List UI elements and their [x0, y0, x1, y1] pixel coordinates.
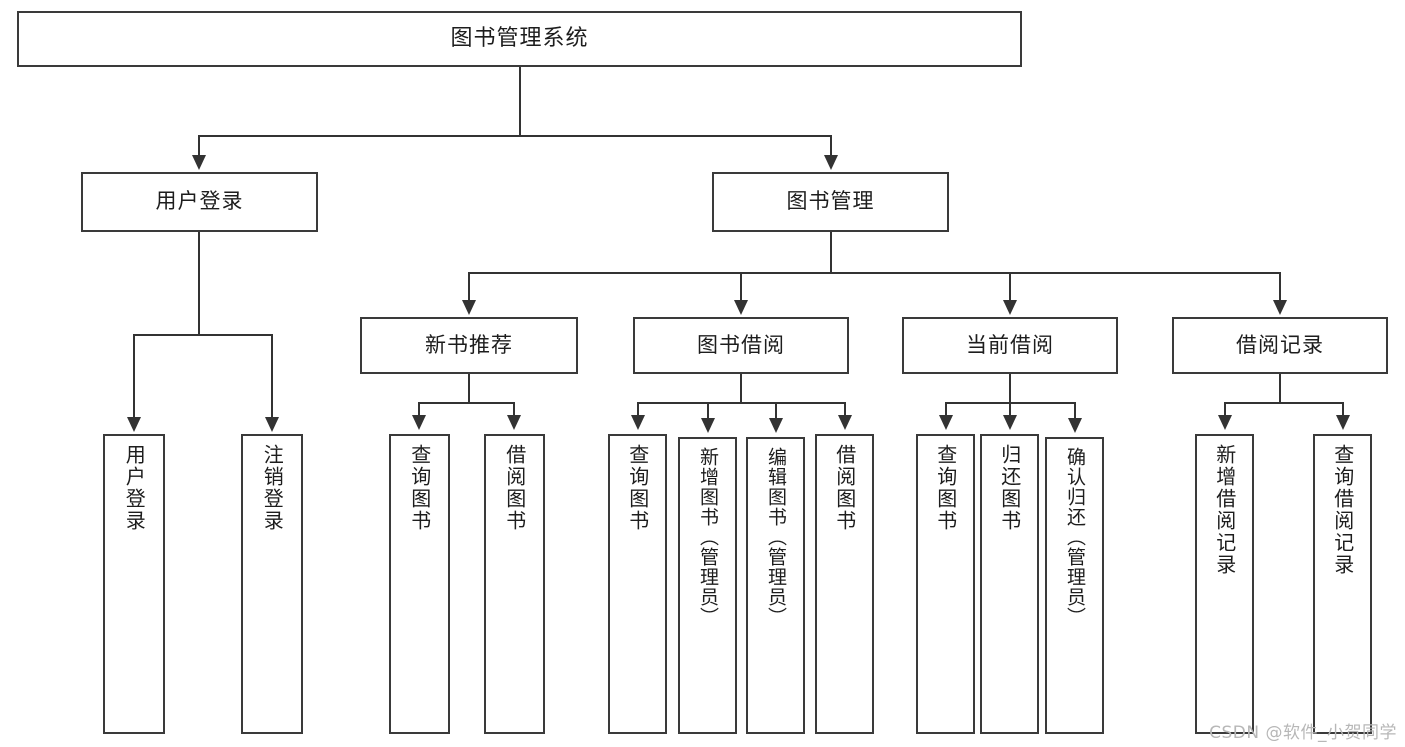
connector-borrow-record-bus [1224, 402, 1343, 404]
node-root-system[interactable]: 图书管理系统 [17, 11, 1022, 67]
connector-book-mgmt-bus [468, 272, 1280, 274]
connector-drop-nbr-leaf-1 [418, 402, 420, 417]
arrowhead-nbr-leaf-2 [507, 415, 521, 430]
leaf-label: 新增图书（管理员） [696, 447, 719, 627]
leaf-logout[interactable]: 注销登录 [241, 434, 303, 734]
arrowhead-bb-leaf-1 [631, 415, 645, 430]
connector-drop-book-borrow [740, 272, 742, 302]
connector-drop-bb-leaf-4 [844, 402, 846, 417]
node-book-borrowing[interactable]: 图书借阅 [633, 317, 849, 374]
connector-drop-book-mgmt [830, 135, 832, 157]
arrowhead-nbr-leaf-1 [412, 415, 426, 430]
arrowhead-user-login [192, 155, 206, 170]
node-current-borrowing[interactable]: 当前借阅 [902, 317, 1118, 374]
connector-user-login-bus [133, 334, 272, 336]
node-new-book-recommendation[interactable]: 新书推荐 [360, 317, 578, 374]
leaf-label: 借阅图书 [502, 444, 527, 532]
connector-drop-br-leaf-1 [1224, 402, 1226, 417]
arrowhead-br-leaf-2 [1336, 415, 1350, 430]
arrowhead-book-mgmt [824, 155, 838, 170]
arrowhead-bb-leaf-2 [701, 418, 715, 433]
connector-drop-cb-leaf-1 [945, 402, 947, 417]
arrowhead-leaf-logout [265, 417, 279, 432]
connector-drop-current-borrow [1009, 272, 1011, 302]
leaf-label: 注销登录 [260, 444, 285, 532]
connector-drop-bb-leaf-2 [707, 402, 709, 420]
leaf-confirm-return-admin[interactable]: 确认归还（管理员） [1045, 437, 1104, 734]
node-borrowing-record[interactable]: 借阅记录 [1172, 317, 1388, 374]
leaf-label: 查询图书 [625, 444, 650, 532]
connector-book-borrow-bus [637, 402, 845, 404]
connector-drop-cb-leaf-2 [1009, 402, 1011, 417]
arrowhead-cb-leaf-2 [1003, 415, 1017, 430]
node-user-login[interactable]: 用户登录 [81, 172, 318, 232]
leaf-user-login[interactable]: 用户登录 [103, 434, 165, 734]
leaf-label: 新增借阅记录 [1212, 444, 1237, 576]
arrowhead-borrow-record [1273, 300, 1287, 315]
leaf-label: 确认归还（管理员） [1063, 447, 1086, 627]
leaf-borrow-book-nbr[interactable]: 借阅图书 [484, 434, 545, 734]
connector-root-trunk [519, 67, 521, 136]
connector-drop-user-login [198, 135, 200, 157]
leaf-label: 编辑图书（管理员） [764, 447, 787, 627]
leaf-query-borrow-record[interactable]: 查询借阅记录 [1313, 434, 1372, 734]
connector-new-book-rec-bus [418, 402, 515, 404]
connector-book-borrow-trunk [740, 374, 742, 404]
leaf-label: 用户登录 [122, 444, 147, 532]
connector-drop-bb-leaf-3 [775, 402, 777, 420]
leaf-add-borrow-record[interactable]: 新增借阅记录 [1195, 434, 1254, 734]
leaf-label: 查询借阅记录 [1330, 444, 1355, 576]
arrowhead-book-borrow [734, 300, 748, 315]
connector-new-book-rec-trunk [468, 374, 470, 404]
connector-drop-bb-leaf-1 [637, 402, 639, 417]
connector-drop-new-book-rec [468, 272, 470, 302]
leaf-add-book-admin[interactable]: 新增图书（管理员） [678, 437, 737, 734]
connector-borrow-record-trunk [1279, 374, 1281, 404]
leaf-label: 查询图书 [407, 444, 432, 532]
arrowhead-cb-leaf-3 [1068, 418, 1082, 433]
connector-drop-leaf-user-login [133, 334, 135, 419]
arrowhead-new-book-rec [462, 300, 476, 315]
connector-book-mgmt-trunk [830, 232, 832, 274]
connector-drop-br-leaf-2 [1342, 402, 1344, 417]
arrowhead-cb-leaf-1 [939, 415, 953, 430]
arrowhead-br-leaf-1 [1218, 415, 1232, 430]
connector-current-borrow-trunk [1009, 374, 1011, 404]
arrowhead-bb-leaf-4 [838, 415, 852, 430]
connector-user-login-trunk [198, 232, 200, 336]
watermark-text: CSDN @软件_小贺同学 [1209, 723, 1397, 743]
connector-root-bus [198, 135, 832, 137]
leaf-query-book-nbr[interactable]: 查询图书 [389, 434, 450, 734]
leaf-query-book-bb[interactable]: 查询图书 [608, 434, 667, 734]
leaf-label: 借阅图书 [832, 444, 857, 532]
arrowhead-bb-leaf-3 [769, 418, 783, 433]
arrowhead-leaf-user-login [127, 417, 141, 432]
leaf-label: 归还图书 [997, 444, 1022, 532]
connector-drop-cb-leaf-3 [1074, 402, 1076, 420]
connector-drop-leaf-logout [271, 334, 273, 419]
connector-drop-nbr-leaf-2 [513, 402, 515, 417]
connector-drop-borrow-record [1279, 272, 1281, 302]
leaf-query-book-cb[interactable]: 查询图书 [916, 434, 975, 734]
node-book-management[interactable]: 图书管理 [712, 172, 949, 232]
leaf-edit-book-admin[interactable]: 编辑图书（管理员） [746, 437, 805, 734]
arrowhead-current-borrow [1003, 300, 1017, 315]
leaf-label: 查询图书 [933, 444, 958, 532]
leaf-borrow-book-bb[interactable]: 借阅图书 [815, 434, 874, 734]
leaf-return-book[interactable]: 归还图书 [980, 434, 1039, 734]
